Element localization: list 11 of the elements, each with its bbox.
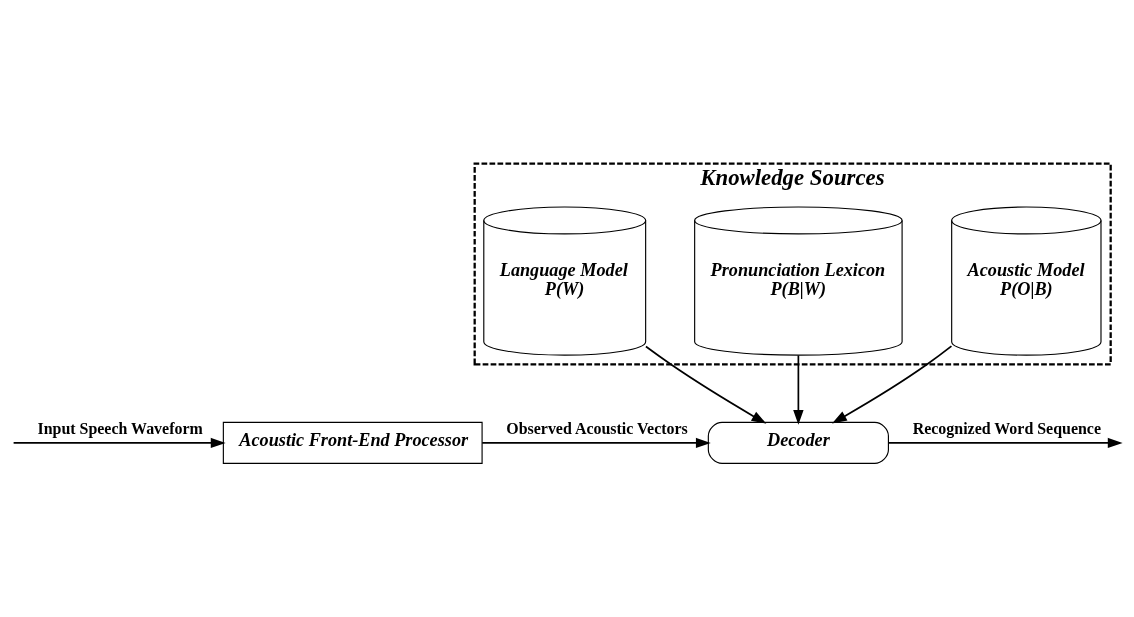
arrow [645,345,767,424]
arrow [12,437,226,448]
edge-label: Recognized Word Sequence [912,419,1102,437]
node-box: Acoustic Front-End Processor [222,421,483,464]
node-box: Decoder [707,421,889,464]
arrow [793,354,804,425]
arrow [481,437,711,448]
edge-label: Observed Acoustic Vectors [506,419,688,437]
edge-label: Input Speech Waveform [37,419,203,437]
arrow [832,344,953,423]
arrow [887,437,1123,448]
